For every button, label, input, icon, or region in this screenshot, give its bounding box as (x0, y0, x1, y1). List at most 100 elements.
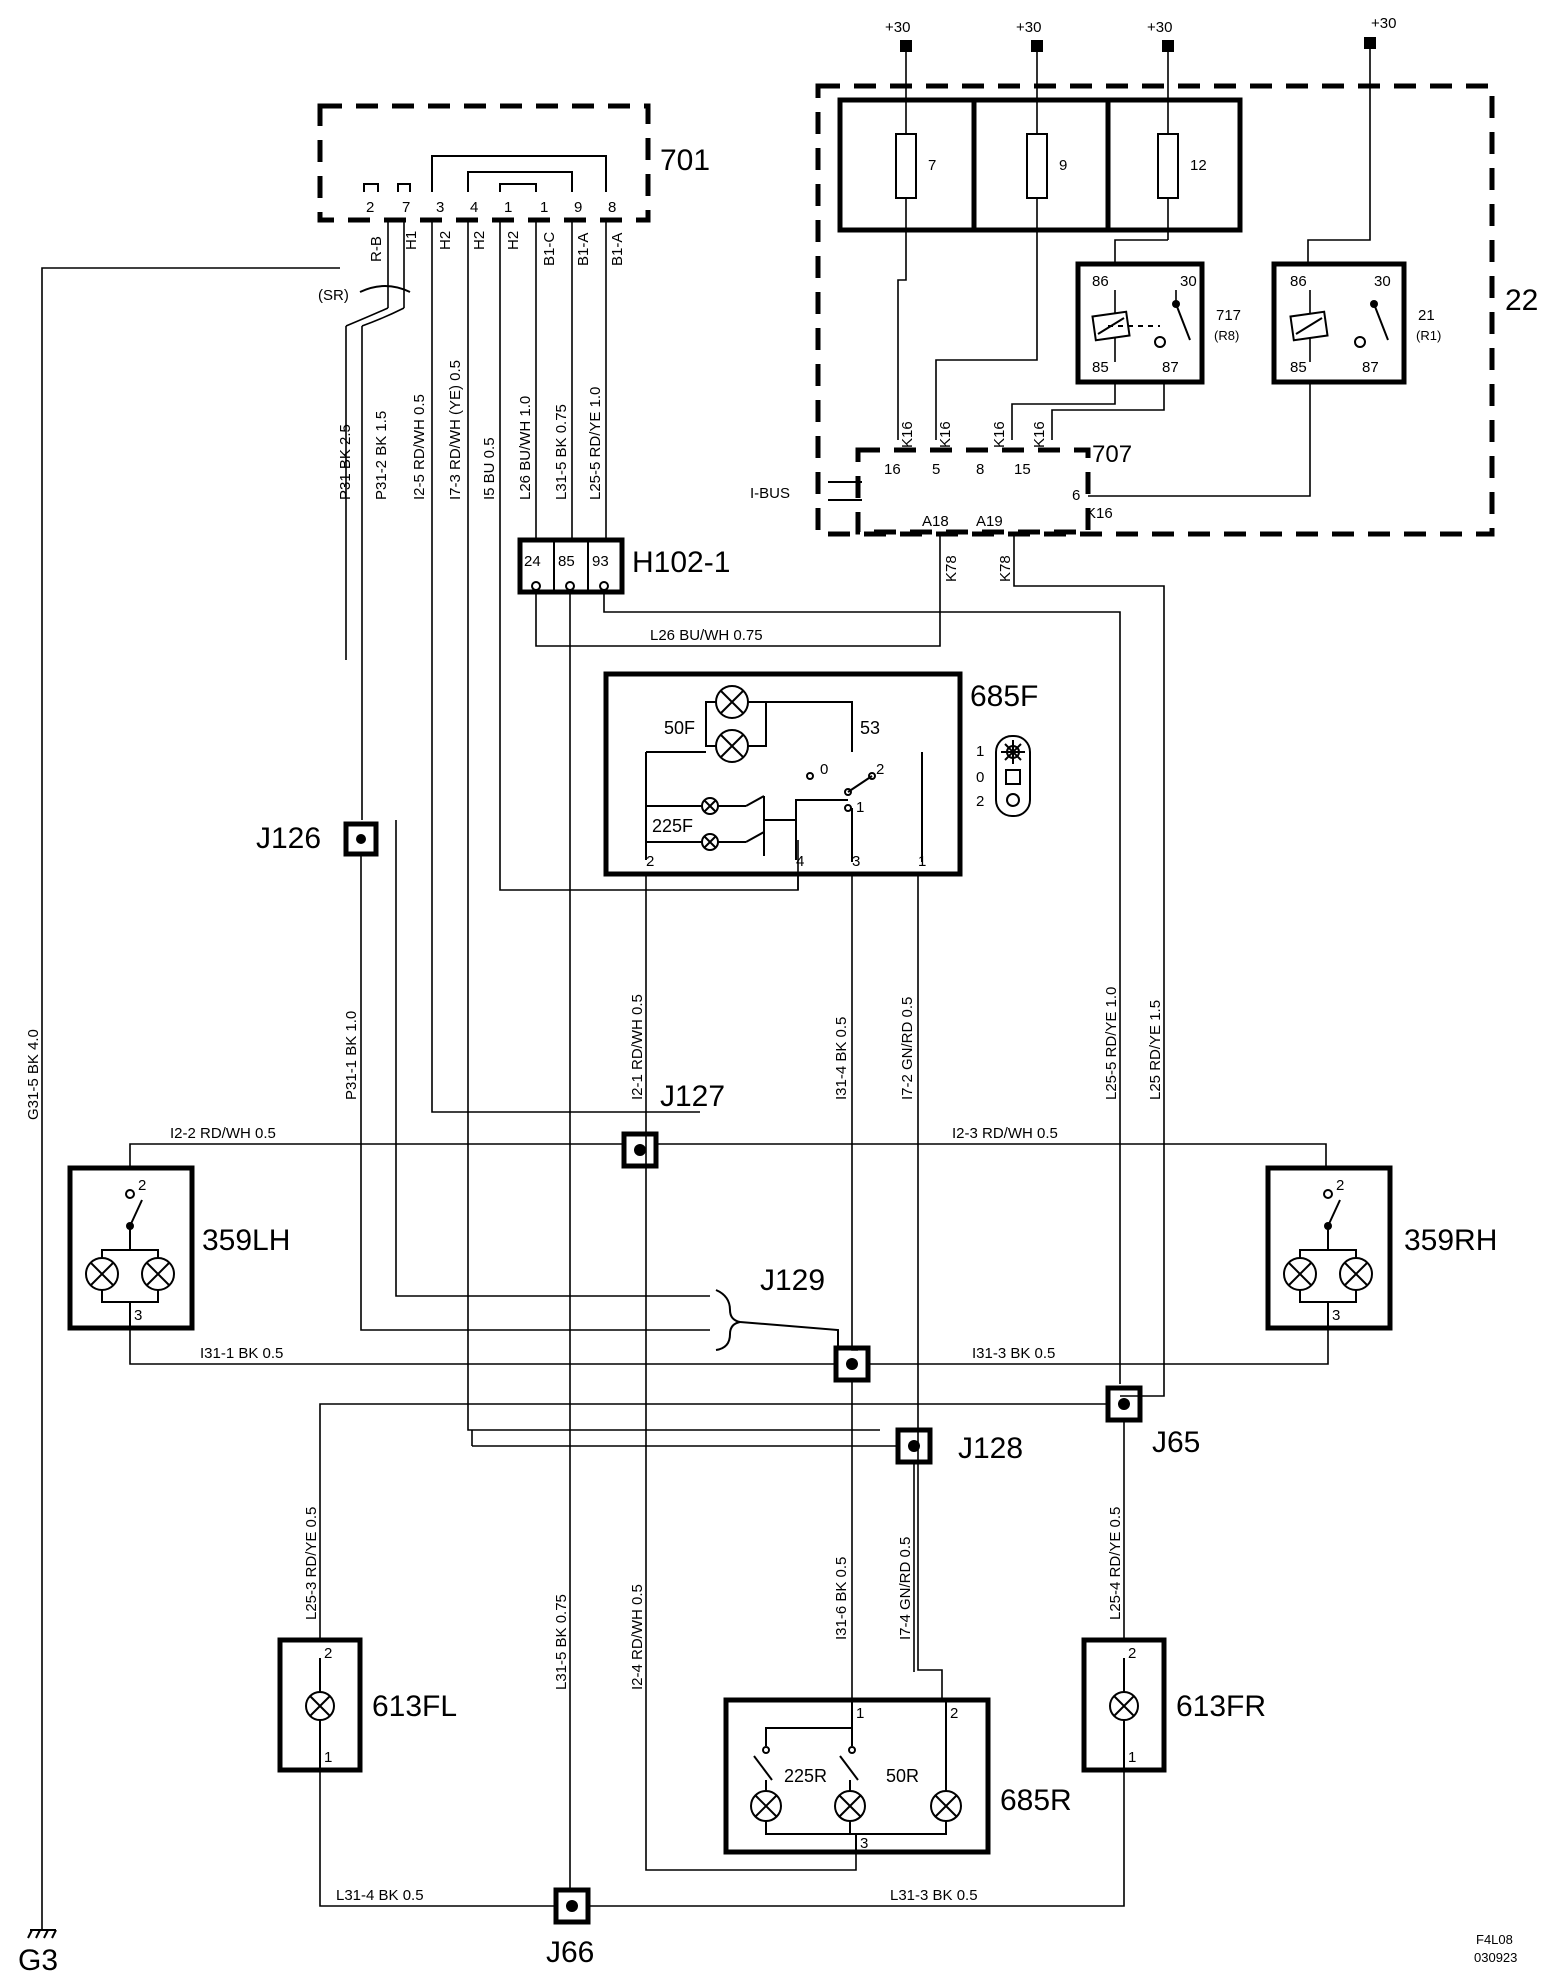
module-701-code-h1: H1 (403, 231, 420, 250)
module-707-pin-a19: A19 (976, 513, 1003, 530)
relay-717-sublabel: (R8) (1214, 328, 1239, 343)
wire-l25-4-label: L25-4 RD/YE 0.5 (1107, 1507, 1124, 1620)
lamp-359rh: 2 3 (1265, 1165, 1393, 1331)
connector-h102-1: 24 85 93 (517, 537, 625, 595)
wire-i2-3-label: I2-3 RD/WH 0.5 (952, 1125, 1058, 1142)
wire-i2-2-label: I2-2 RD/WH 0.5 (170, 1125, 276, 1142)
switch-685f-pin-1: 1 (918, 853, 926, 870)
wire-l26-h-label: L26 BU/WH 0.75 (650, 627, 763, 644)
lamp-613fl: 2 1 (277, 1637, 363, 1773)
switch-685f-pin-53: 53 (860, 718, 880, 738)
module-707-pin-5: 5 (932, 461, 940, 478)
legend-pos-2: 2 (976, 793, 984, 810)
switch-position-legend: 1 0 2 (976, 735, 1031, 817)
wire-l25-3-label: L25-3 RD/YE 0.5 (303, 1507, 320, 1620)
k78-label-1: K78 (943, 555, 960, 582)
supply-label-1: +30 (885, 19, 910, 36)
junction-j66-label: J66 (546, 1936, 594, 1969)
module-701-code-b1a2: B1-A (609, 233, 626, 266)
wire-i5-label: I5 BU 0.5 (481, 437, 498, 500)
relay-21: 86 30 85 87 (1271, 261, 1407, 385)
lamp-613fl-label: 613FL (372, 1690, 457, 1723)
fuse-9-label: 9 (1059, 157, 1067, 174)
relay-717-pin-85: 85 (1092, 359, 1109, 376)
h102-pin-93: 93 (592, 553, 609, 570)
supply-label-4: +30 (1371, 15, 1396, 32)
k16-label-4: K16 (1031, 421, 1048, 448)
module-701 (317, 103, 651, 223)
ground-g3 (27, 1929, 57, 1939)
h102-pin-24: 24 (524, 553, 541, 570)
switch-685f: 50F 225F 53 0 2 1 2 4 3 1 (603, 671, 963, 877)
lamp-359rh-pin-3: 3 (1332, 1307, 1340, 1324)
wire-p31-label: P31 BK 2.5 (337, 424, 354, 500)
module-701-pin-2: 2 (366, 199, 374, 216)
wire-i31-1-label: I31-1 BK 0.5 (200, 1345, 283, 1362)
lamp-359rh-pin-2: 2 (1336, 1177, 1344, 1194)
k16-label-1: K16 (899, 421, 916, 448)
wire-l25-5b-label: L25-5 RD/YE 1.0 (1103, 987, 1120, 1100)
supply-label-2: +30 (1016, 19, 1041, 36)
footer-code: F4L08 (1476, 1932, 1513, 1947)
relay-21-label: 21 (1418, 307, 1435, 324)
module-707-pin-6: 6 (1072, 487, 1080, 504)
wire-p31-2-label: P31-2 BK 1.5 (373, 411, 390, 500)
module-701-code-h2a: H2 (437, 231, 454, 250)
lamp-613fr-pin-2: 2 (1128, 1645, 1136, 1662)
module-707-pin-15: 15 (1014, 461, 1031, 478)
lamp-359lh-pin-2: 2 (138, 1177, 146, 1194)
module-701-pins: 2 7 3 4 1 1 9 8 R-B H1 H2 H2 H2 B1-C B1-… (366, 199, 626, 266)
lamp-685r-pin-1: 1 (856, 1705, 864, 1722)
relay-717: 86 30 85 87 (1075, 261, 1205, 385)
lamp-685r-label: 685R (1000, 1784, 1072, 1817)
module-707-pin-8: 8 (976, 461, 984, 478)
wire-i2-5-label: I2-5 RD/WH 0.5 (411, 394, 428, 500)
wire-i7-4-label: I7-4 GN/RD 0.5 (897, 1537, 914, 1640)
junction-j127-label: J127 (660, 1080, 725, 1113)
lamp-225f-label: 225F (652, 816, 693, 836)
module-701-pin-7: 7 (402, 199, 410, 216)
lamp-685r-pin-2: 2 (950, 1705, 958, 1722)
connector-h102-1-label: H102-1 (632, 546, 730, 579)
module-701-pin-1b: 1 (540, 199, 548, 216)
fuse-7 (895, 133, 917, 199)
lamp-359lh: 2 3 (67, 1165, 195, 1331)
wire-p31-1-label: P31-1 BK 1.0 (343, 1011, 360, 1100)
lamp-225r-label: 225R (784, 1766, 827, 1786)
wire-l25-5-label: L25-5 RD/YE 1.0 (587, 387, 604, 500)
relay-717-pin-30: 30 (1180, 273, 1197, 290)
module-707 (855, 447, 1091, 535)
supply-label-3: +30 (1147, 19, 1172, 36)
k16-label-3: K16 (991, 421, 1008, 448)
wire-i2-1-label: I2-1 RD/WH 0.5 (629, 994, 646, 1100)
wire-l25-label: L25 RD/YE 1.5 (1147, 1000, 1164, 1100)
ground-g3-label: G3 (18, 1944, 58, 1974)
relay-21-pin-85: 85 (1290, 359, 1307, 376)
lamp-685r-pin-3: 3 (860, 1835, 868, 1852)
wire-i31-3-label: I31-3 BK 0.5 (972, 1345, 1055, 1362)
junction-j126-label: J126 (256, 822, 321, 855)
switch-685f-pin-2: 2 (646, 853, 654, 870)
fuse-9 (1026, 133, 1048, 199)
fuse-12-label: 12 (1190, 157, 1207, 174)
switch-685f-pos-2: 2 (876, 761, 884, 778)
switch-685f-pos-1: 1 (856, 799, 864, 816)
module-701-pin-4: 4 (470, 199, 478, 216)
legend-pos-0: 0 (976, 769, 984, 786)
module-701-pin-1a: 1 (504, 199, 512, 216)
fuse-box-22 (815, 83, 1495, 537)
switch-685f-pin-3: 3 (852, 853, 860, 870)
footer-date: 030923 (1474, 1950, 1517, 1965)
fuse-panel: 7 9 12 (837, 97, 1243, 233)
wire-i7-3-label: I7-3 RD/WH (YE) 0.5 (447, 360, 464, 500)
lamp-50f-label: 50F (664, 718, 695, 738)
wire-l31-5-label: L31-5 BK 0.75 (553, 404, 570, 500)
lamp-613fr-label: 613FR (1176, 1690, 1266, 1723)
module-701-pin-9: 9 (574, 199, 582, 216)
fuse-12 (1157, 133, 1179, 199)
module-701-code-h2c: H2 (505, 231, 522, 250)
component-22-label: 22 (1505, 284, 1538, 317)
supply-terminals: +30 +30 +30 +30 (885, 15, 1396, 52)
wire-l31-5b-label: L31-5 BK 0.75 (553, 1594, 570, 1690)
module-707-pins: 16 5 8 15 6 A18 A19 K16 K16 K16 K16 K16 … (884, 421, 1113, 582)
